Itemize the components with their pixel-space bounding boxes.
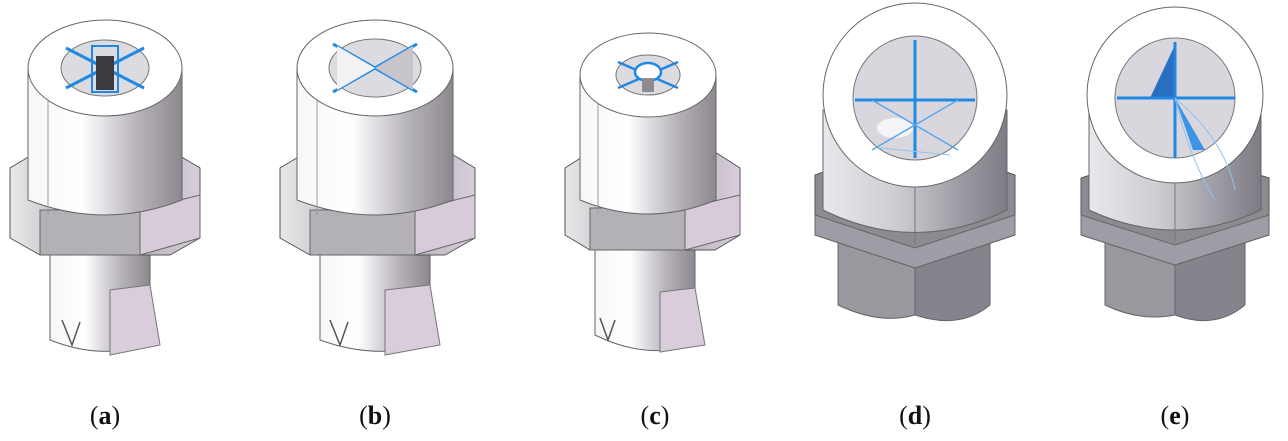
- nozzle-a-illustration: [9, 19, 201, 356]
- panel-label-d: (d): [899, 401, 931, 430]
- nozzle-c-illustration: [564, 32, 741, 353]
- panel-c: (c): [560, 0, 800, 441]
- panel-label-c: (c): [640, 401, 670, 430]
- panel-label-a: (a): [89, 401, 121, 430]
- panel-b: (b): [275, 0, 515, 441]
- nozzle-b-illustration: [279, 19, 476, 356]
- nozzle-d-illustration: [814, 2, 1016, 322]
- nozzle-e-illustration: [1080, 6, 1270, 322]
- panel-label-e: (e): [1160, 401, 1190, 430]
- panel-e: (e): [1075, 0, 1288, 441]
- panel-a: (a): [0, 0, 240, 441]
- panel-label-b: (b): [359, 401, 391, 430]
- panel-d: (d): [810, 0, 1050, 441]
